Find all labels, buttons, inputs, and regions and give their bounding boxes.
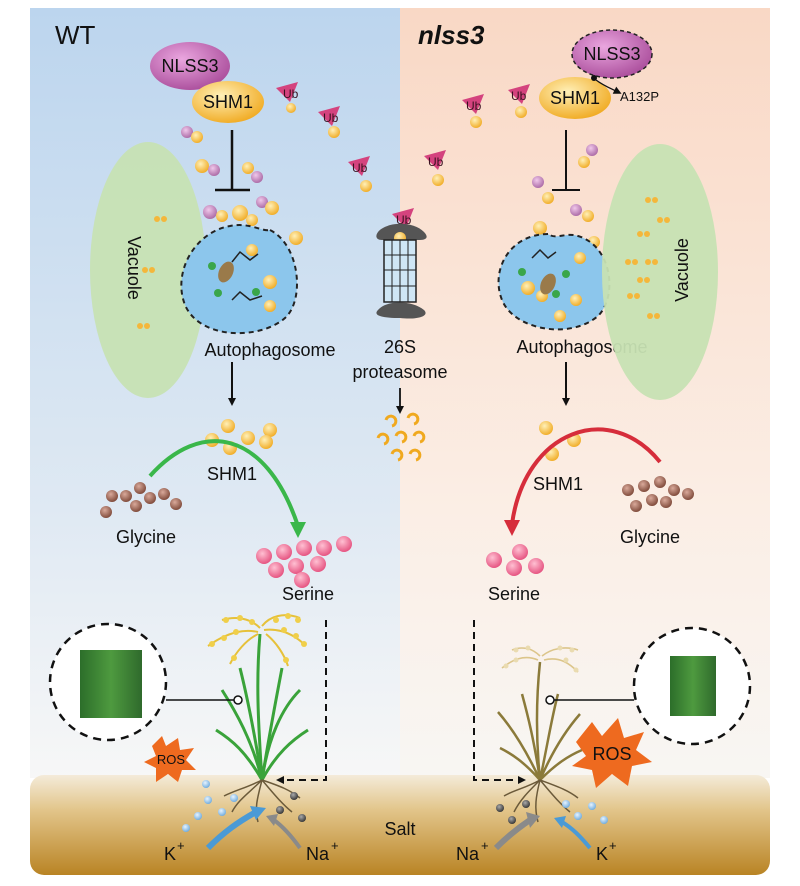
wt-nlss3-protein: NLSS3 xyxy=(150,42,230,90)
wt-sodium-label: Na + xyxy=(306,838,339,864)
wt-conversion-arrowhead xyxy=(290,522,306,538)
wt-sodium-uptake-arrow xyxy=(272,818,302,850)
svg-text:SHM1: SHM1 xyxy=(203,92,253,112)
wt-potassium-arrowhead xyxy=(250,806,266,820)
ub-tag: Ub xyxy=(424,150,446,186)
mutation-marker: A132P xyxy=(591,75,659,104)
svg-text:+: + xyxy=(177,838,185,853)
nlss3-glycine-cluster xyxy=(622,476,694,512)
nlss3-conversion-arrowhead xyxy=(504,520,520,536)
nlss3-leaf-inset xyxy=(545,626,752,746)
wt-roots xyxy=(223,779,301,823)
svg-text:Ub: Ub xyxy=(466,99,482,113)
nlss3-ion-dots xyxy=(496,800,608,824)
wt-glycine-label: Glycine xyxy=(116,527,176,547)
ub-tag: Ub xyxy=(462,94,484,128)
svg-text:Vacuole: Vacuole xyxy=(672,238,692,302)
svg-text:ROS: ROS xyxy=(592,744,631,764)
svg-text:K: K xyxy=(164,844,176,864)
svg-text:A132P: A132P xyxy=(620,89,659,104)
wt-serine-cluster xyxy=(256,536,352,588)
nlss3-mutant-protein: NLSS3 xyxy=(571,29,653,79)
nlss3-ros-burst: ROS xyxy=(572,718,652,788)
wt-ion-dots xyxy=(182,780,306,832)
svg-text:SHM1: SHM1 xyxy=(550,88,600,108)
wt-free-proteins xyxy=(181,126,303,245)
proteasome-label-line2: proteasome xyxy=(352,362,447,382)
degraded-fragments xyxy=(376,412,426,462)
ub-tag: Ub xyxy=(508,84,530,118)
svg-text:Ub: Ub xyxy=(283,87,299,101)
nlss3-glycine-label: Glycine xyxy=(620,527,680,547)
nlss3-potassium-arrowhead xyxy=(554,816,566,828)
svg-text:NLSS3: NLSS3 xyxy=(583,44,640,64)
wt-sodium-arrowhead xyxy=(266,814,278,826)
soil-layer xyxy=(30,775,770,875)
wt-potassium-uptake-arrow xyxy=(205,809,258,851)
wt-leaf-inset xyxy=(48,622,243,742)
nlss3-sodium-uptake-arrow xyxy=(493,817,532,851)
svg-text:Na: Na xyxy=(456,844,480,864)
nlss3-vacuole: Vacuole xyxy=(602,144,718,400)
svg-text:+: + xyxy=(609,838,617,853)
nlss3-potassium-label: K + xyxy=(596,838,617,864)
nlss3-sodium-arrowhead xyxy=(526,812,540,828)
wt-autophagosome-label: Autophagosome xyxy=(204,340,335,360)
wt-rice-plant xyxy=(207,613,309,781)
nlss3-dashed-arrow xyxy=(473,620,526,784)
nlss3-serine-cluster xyxy=(486,544,544,576)
wt-title: WT xyxy=(55,20,96,50)
svg-text:NLSS3: NLSS3 xyxy=(161,56,218,76)
wt-ros-burst: ROS xyxy=(144,736,196,782)
wt-shm1-label: SHM1 xyxy=(207,464,257,484)
wt-dashed-arrow xyxy=(276,620,327,784)
svg-text:Na: Na xyxy=(306,844,330,864)
svg-text:Ub: Ub xyxy=(511,89,527,103)
nlss3-shm1-label: SHM1 xyxy=(533,474,583,494)
proteasome-icon: Ub xyxy=(376,208,427,319)
wt-inhibition-symbol xyxy=(215,130,250,192)
svg-text:+: + xyxy=(481,838,489,853)
svg-text:Ub: Ub xyxy=(352,161,368,175)
svg-text:ROS: ROS xyxy=(157,752,186,767)
wt-shm1-protein: SHM1 xyxy=(192,81,264,123)
wt-serine-label: Serine xyxy=(282,584,334,604)
nlss3-title: nlss3 xyxy=(418,20,485,50)
ub-tag: Ub xyxy=(276,82,299,113)
svg-text:Ub: Ub xyxy=(323,111,339,125)
salt-label: Salt xyxy=(384,819,415,839)
nlss3-inhibition-symbol xyxy=(552,130,580,191)
ub-tag: Ub xyxy=(318,106,340,138)
nlss3-serine-label: Serine xyxy=(488,584,540,604)
wt-vacuole: Vacuole xyxy=(90,142,206,398)
ub-tag: Ub xyxy=(348,156,372,192)
wt-autophagosome xyxy=(180,224,298,335)
svg-text:Vacuole: Vacuole xyxy=(124,236,144,300)
nlss3-shm1-protein: SHM1 xyxy=(539,77,611,119)
nlss3-potassium-uptake-arrow xyxy=(560,820,592,850)
nlss3-conversion-arrow xyxy=(510,427,662,525)
svg-text:K: K xyxy=(596,844,608,864)
wt-glycine-cluster xyxy=(100,482,182,518)
wt-conversion-arrow xyxy=(148,439,300,527)
svg-text:+: + xyxy=(331,838,339,853)
nlss3-sodium-label: Na + xyxy=(456,838,489,864)
wt-potassium-label: K + xyxy=(164,838,185,864)
svg-text:Ub: Ub xyxy=(396,213,412,227)
nlss3-autophagosome xyxy=(497,232,611,331)
svg-text:Ub: Ub xyxy=(428,155,444,169)
proteasome-label-line1: 26S xyxy=(384,337,416,357)
